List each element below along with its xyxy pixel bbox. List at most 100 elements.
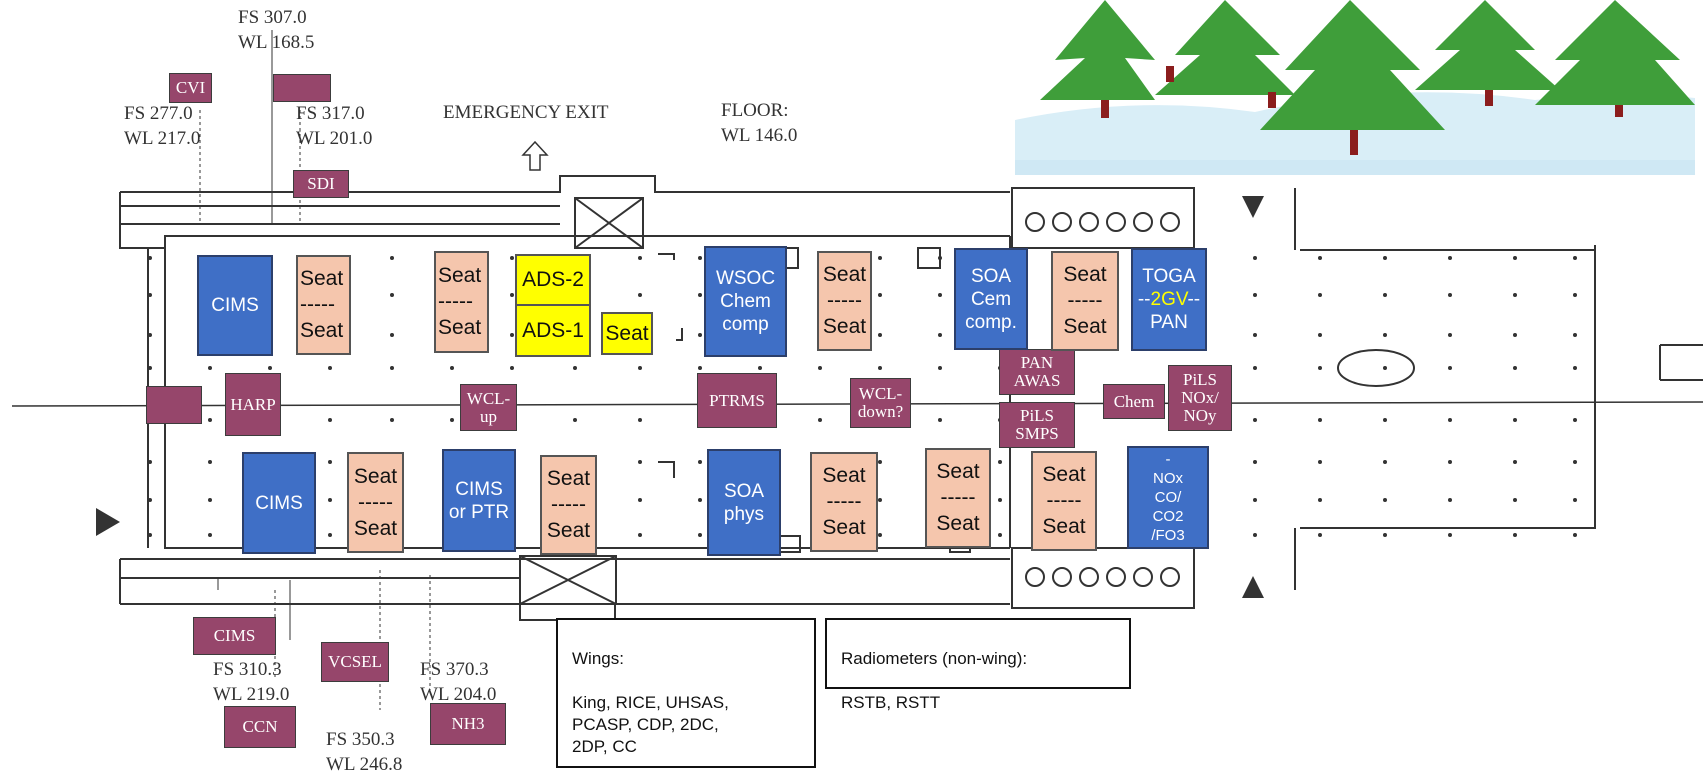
floor-dot <box>148 293 152 297</box>
floor-dot <box>510 333 514 337</box>
floor-dot <box>1513 418 1517 422</box>
floor-dot <box>1383 293 1387 297</box>
floor-dot <box>390 333 394 337</box>
floor-dot <box>208 533 212 537</box>
floor-dot <box>208 460 212 464</box>
floor-dot <box>818 366 822 370</box>
wings-list: King, RICE, UHSAS, PCASP, CDP, 2DC, 2DP,… <box>572 693 729 756</box>
floor-dot <box>1318 418 1322 422</box>
floor-dot <box>698 333 702 337</box>
floor-dot <box>938 366 942 370</box>
floor-dot <box>1383 333 1387 337</box>
floor-dot <box>878 460 882 464</box>
floor-dot <box>390 366 394 370</box>
floor-dot <box>1253 418 1257 422</box>
floor-dot <box>638 293 642 297</box>
floor-dot <box>148 256 152 260</box>
floor-dot <box>510 256 514 260</box>
rack-cims-upper: CIMS <box>197 255 273 356</box>
floor-dot <box>1573 460 1577 464</box>
wings-title: Wings: <box>572 649 624 668</box>
floor-dot <box>1318 293 1322 297</box>
floor-dot <box>1253 333 1257 337</box>
floor-dot <box>938 293 942 297</box>
arrow-up-marker <box>1242 576 1264 598</box>
floor-dot <box>1318 256 1322 260</box>
floor-dot <box>998 460 1002 464</box>
instrument-blank-top <box>273 74 331 102</box>
floor-dot <box>148 460 152 464</box>
floor-dot <box>328 460 332 464</box>
floor-dot <box>390 256 394 260</box>
floor-dot <box>698 366 702 370</box>
radiometers-box: Radiometers (non-wing): RSTB, RSTT <box>825 618 1131 712</box>
instrument-cims-bottom: CIMS <box>193 617 276 655</box>
floor-dot <box>1383 498 1387 502</box>
label-emergency-exit: EMERGENCY EXIT <box>443 102 609 123</box>
floor-dot <box>1573 498 1577 502</box>
tree-scene <box>1015 0 1695 175</box>
floor-dot <box>148 498 152 502</box>
floor-dot <box>698 256 702 260</box>
floor-dot <box>390 418 394 422</box>
floor-dot <box>1513 366 1517 370</box>
floor-dot <box>1573 333 1577 337</box>
floor-dot <box>1253 533 1257 537</box>
radiometers-title: Radiometers (non-wing): <box>841 649 1028 668</box>
floor-dot <box>1318 460 1322 464</box>
label-floor: FLOOR:WL 146.0 <box>721 100 798 146</box>
instrument-ads-2: ADS-2 <box>515 254 591 306</box>
floor-dot <box>1513 533 1517 537</box>
floor-dot <box>818 418 822 422</box>
floor-dot <box>638 460 642 464</box>
floor-dot <box>878 256 882 260</box>
floor-dot <box>1448 418 1452 422</box>
seat-pair: Seat-----Seat <box>925 448 991 548</box>
floor-dot <box>1573 533 1577 537</box>
floor-dot <box>1253 460 1257 464</box>
floor-dot <box>1513 498 1517 502</box>
floor-dot <box>328 366 332 370</box>
floor-dot <box>638 418 642 422</box>
floor-dot <box>878 333 882 337</box>
floor-dot <box>758 366 762 370</box>
rack-cims-lower: CIMS <box>242 452 316 554</box>
floor-dot <box>1318 498 1322 502</box>
floor-dot <box>510 293 514 297</box>
instrument-blank-left <box>146 386 202 424</box>
floor-dot <box>208 366 212 370</box>
instrument-ptrms: PTRMS <box>697 373 777 428</box>
seat-pair: Seat-----Seat <box>810 452 878 552</box>
seat-pair: Seat-----Seat <box>1051 251 1119 351</box>
arrow-right-marker <box>96 508 120 536</box>
floor-dot <box>573 366 577 370</box>
floor-dot <box>208 418 212 422</box>
floor-dot <box>1573 366 1577 370</box>
floor-dot <box>878 533 882 537</box>
floor-dot <box>1448 333 1452 337</box>
floor-dot <box>1253 498 1257 502</box>
floor-dot <box>1448 256 1452 260</box>
floor-dot <box>1448 498 1452 502</box>
floor-dot <box>573 418 577 422</box>
floor-dot <box>698 498 702 502</box>
floor-dot <box>938 333 942 337</box>
floor-dot <box>1253 366 1257 370</box>
instrument-cvi: CVI <box>169 73 212 103</box>
floor-dot <box>1448 366 1452 370</box>
instrument-wcl-up: WCL-up <box>460 384 517 431</box>
floor-dot <box>938 418 942 422</box>
floor-dot <box>1318 366 1322 370</box>
seat-yellow: Seat <box>601 312 653 355</box>
floor-dot <box>1383 533 1387 537</box>
floor-dot <box>450 418 454 422</box>
instrument-ccn: CCN <box>224 706 296 748</box>
